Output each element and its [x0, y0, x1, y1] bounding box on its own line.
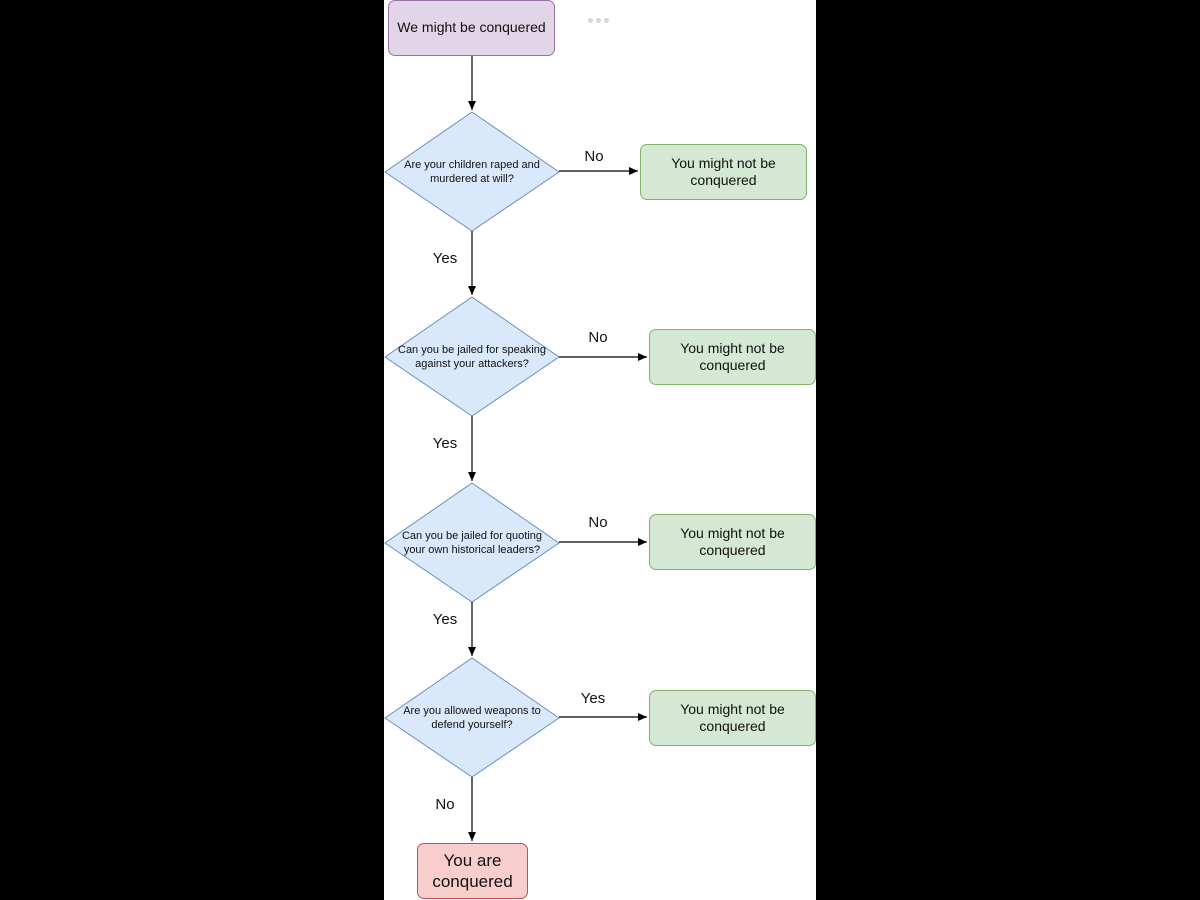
- edge-label-q4-side: Yes: [580, 689, 606, 707]
- decision-label-1: Are your children raped and murdered at …: [404, 158, 540, 185]
- edge-label-q2-side: No: [588, 328, 608, 346]
- decision-label-2: Can you be jailed for speaking against y…: [398, 343, 546, 370]
- outcome-node-1: You might not be conquered: [640, 144, 807, 200]
- diagram-canvas: We might be conquered Are your children …: [384, 0, 816, 900]
- decision-label-3: Can you be jailed for quoting your own h…: [401, 529, 543, 556]
- end-node: You are conquered: [417, 843, 528, 899]
- edge-label-q3-down: Yes: [432, 610, 458, 628]
- edge-label-q4-down: No: [435, 795, 455, 813]
- outcome-node-2: You might not be conquered: [649, 329, 816, 385]
- edge-label-q3-side: No: [588, 513, 608, 531]
- edge-label-q1-down: Yes: [432, 249, 458, 267]
- start-node: We might be conquered: [388, 0, 555, 56]
- outcome-node-3: You might not be conquered: [649, 514, 816, 570]
- decision-label-4: Are you allowed weapons to defend yourse…: [403, 704, 541, 731]
- edge-label-q2-down: Yes: [432, 434, 458, 452]
- flowchart-connectors: [384, 56, 647, 841]
- edge-label-q1-side: No: [584, 147, 604, 165]
- outcome-node-4: You might not be conquered: [649, 690, 816, 746]
- window-dots-icon: [588, 10, 612, 28]
